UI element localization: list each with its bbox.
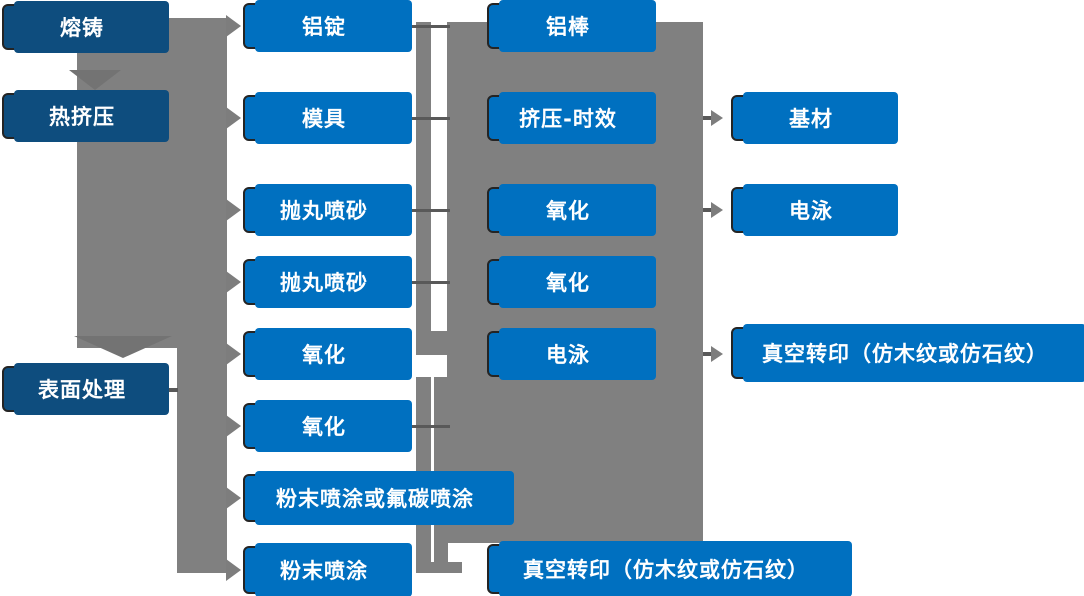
node-mold: 模具: [243, 92, 412, 144]
node-hot-extrusion: 热挤压: [2, 90, 169, 142]
connector-mid-bottom-bar: [416, 562, 462, 573]
arrowhead-to-vacuum-transfer-2: [711, 346, 723, 362]
node-powder-or-fluorocarbon: 粉末喷涂或氟碳喷涂: [243, 471, 514, 525]
arrowhead-to-oxidation-1: [226, 343, 241, 365]
arrowhead-to-shot-blast-1: [226, 199, 241, 221]
node-base-material: 基材: [731, 92, 898, 144]
node-vacuum-transfer-2: 真空转印（仿木纹或仿石纹）: [731, 324, 1084, 382]
connector-left-strip-lower: [177, 340, 227, 573]
arrowhead-to-powder-coating: [226, 559, 241, 581]
link-ingot-to-rod: [406, 25, 450, 28]
node-electrophoresis-1: 电泳: [487, 328, 656, 380]
node-extrusion-aging: 挤压-时效: [487, 92, 656, 144]
node-shot-blast-1: 抛丸喷砂: [243, 184, 412, 236]
link-vacuum-transfer2-shaft: [703, 352, 713, 356]
node-powder-coating: 粉末喷涂: [243, 543, 412, 596]
node-melting: 熔铸: [2, 1, 169, 53]
connector-mid-strip-patch: [431, 331, 448, 355]
link-shotblast1-row: [406, 209, 450, 212]
arrowhead-to-shot-blast-2: [226, 271, 241, 293]
node-vacuum-transfer-1: 真空转印（仿木纹或仿石纹）: [487, 541, 852, 596]
node-oxidation-4: 氧化: [487, 256, 656, 308]
node-aluminum-rod: 铝棒: [487, 0, 656, 52]
node-electrophoresis-2: 电泳: [731, 184, 898, 236]
connector-left-trunk: [77, 18, 227, 348]
arrowhead-to-base-material: [711, 110, 723, 126]
arrowhead-to-hot-extrusion: [69, 70, 121, 90]
node-oxidation-1: 氧化: [243, 328, 412, 380]
arrowhead-to-aluminum-ingot: [226, 15, 241, 37]
arrowhead-to-electrophoresis-2: [711, 202, 723, 218]
link-mold-row: [406, 117, 450, 120]
node-shot-blast-2: 抛丸喷砂: [243, 256, 412, 308]
link-surface-treatment-stub: [160, 388, 178, 392]
arrowhead-to-mold: [226, 107, 241, 129]
arrowhead-to-surface-treatment: [74, 336, 172, 358]
link-base-material-shaft: [703, 116, 713, 120]
connector-mid-strip-upper: [416, 22, 431, 355]
arrowhead-to-powder-fluoro: [226, 487, 241, 509]
node-oxidation-3: 氧化: [487, 184, 656, 236]
node-oxidation-2: 氧化: [243, 400, 412, 452]
link-oxidation2-row: [406, 425, 450, 428]
arrowhead-to-oxidation-2: [226, 415, 241, 437]
node-aluminum-ingot: 铝锭: [243, 0, 412, 52]
link-electrophoresis2-shaft: [703, 208, 713, 212]
node-surface-treatment: 表面处理: [2, 363, 169, 415]
link-shotblast2-row: [406, 281, 450, 284]
